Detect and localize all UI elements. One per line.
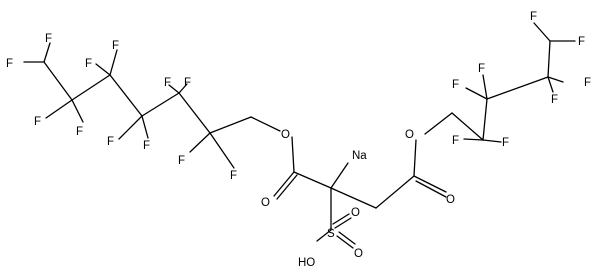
bond [109,49,118,76]
bond [330,162,349,189]
bond [486,76,549,100]
atom-oxygen: O [354,248,363,260]
atom-fluorine: F [76,126,83,138]
atom-fluorine: F [478,63,485,75]
atom-fluorine: F [164,77,171,89]
bond [338,231,356,245]
hydroxyl-group: HO [298,257,315,269]
bond [316,229,332,242]
atom-fluorine: F [34,116,41,128]
bond [482,74,488,100]
atom-fluorine: F [6,58,13,70]
bond [330,187,377,209]
atom-fluorine: F [452,79,459,91]
bond [109,74,143,117]
bond [415,180,447,198]
bond [482,139,502,143]
bond [424,112,453,135]
bond [482,98,488,141]
bond [336,235,354,249]
atom-sulfur: S [327,228,335,240]
atom-fluorine: F [184,77,191,89]
atom-fluorine: F [530,11,537,23]
bond [45,99,73,119]
atom-fluorine: F [143,140,150,152]
bond [43,42,51,63]
atom-fluorine: F [584,77,591,89]
bond [291,136,295,173]
bond [71,99,84,123]
bond [547,76,554,93]
bond [413,139,417,177]
atom-oxygen: O [281,129,290,141]
atom-fluorine: F [85,58,92,70]
bond [276,174,298,200]
bond [293,171,332,189]
atom-labels: F F F F F F F F F F F F O O O O Na S O O… [6,11,591,269]
bond [95,63,111,76]
bond [332,213,350,225]
atom-fluorine: F [578,36,585,48]
bond [209,132,235,169]
bond [533,22,551,42]
atom-fluorine: F [502,137,509,149]
bond [178,92,211,134]
atom-fluorine: F [45,33,52,45]
atom-oxygen: O [446,194,455,206]
bond [141,115,149,139]
bond [209,116,252,134]
bond [451,112,484,141]
atom-fluorine: F [230,170,237,182]
bonds [23,22,576,249]
bond [141,92,180,117]
atom-oxygen: O [261,197,270,209]
bond [547,40,551,78]
bond [334,217,352,229]
bond [168,84,180,94]
atom-oxygen: O [351,207,360,219]
bond [71,74,111,101]
bond [463,138,484,141]
bond [273,171,295,197]
atom-fluorine: F [112,40,119,52]
bond [375,175,415,209]
bond [178,83,188,94]
atom-fluorine: F [107,136,114,148]
atom-fluorine: F [551,94,558,106]
atom-fluorine: F [178,155,185,167]
bond [43,61,73,101]
atom-fluorine: F [452,135,459,147]
atom-oxygen: O [405,129,414,141]
bond [250,116,281,132]
bond [465,87,488,100]
bond [118,115,143,140]
bond [547,76,564,83]
atom-sodium: Na [352,150,367,162]
bond [189,132,211,153]
bond [413,175,447,193]
